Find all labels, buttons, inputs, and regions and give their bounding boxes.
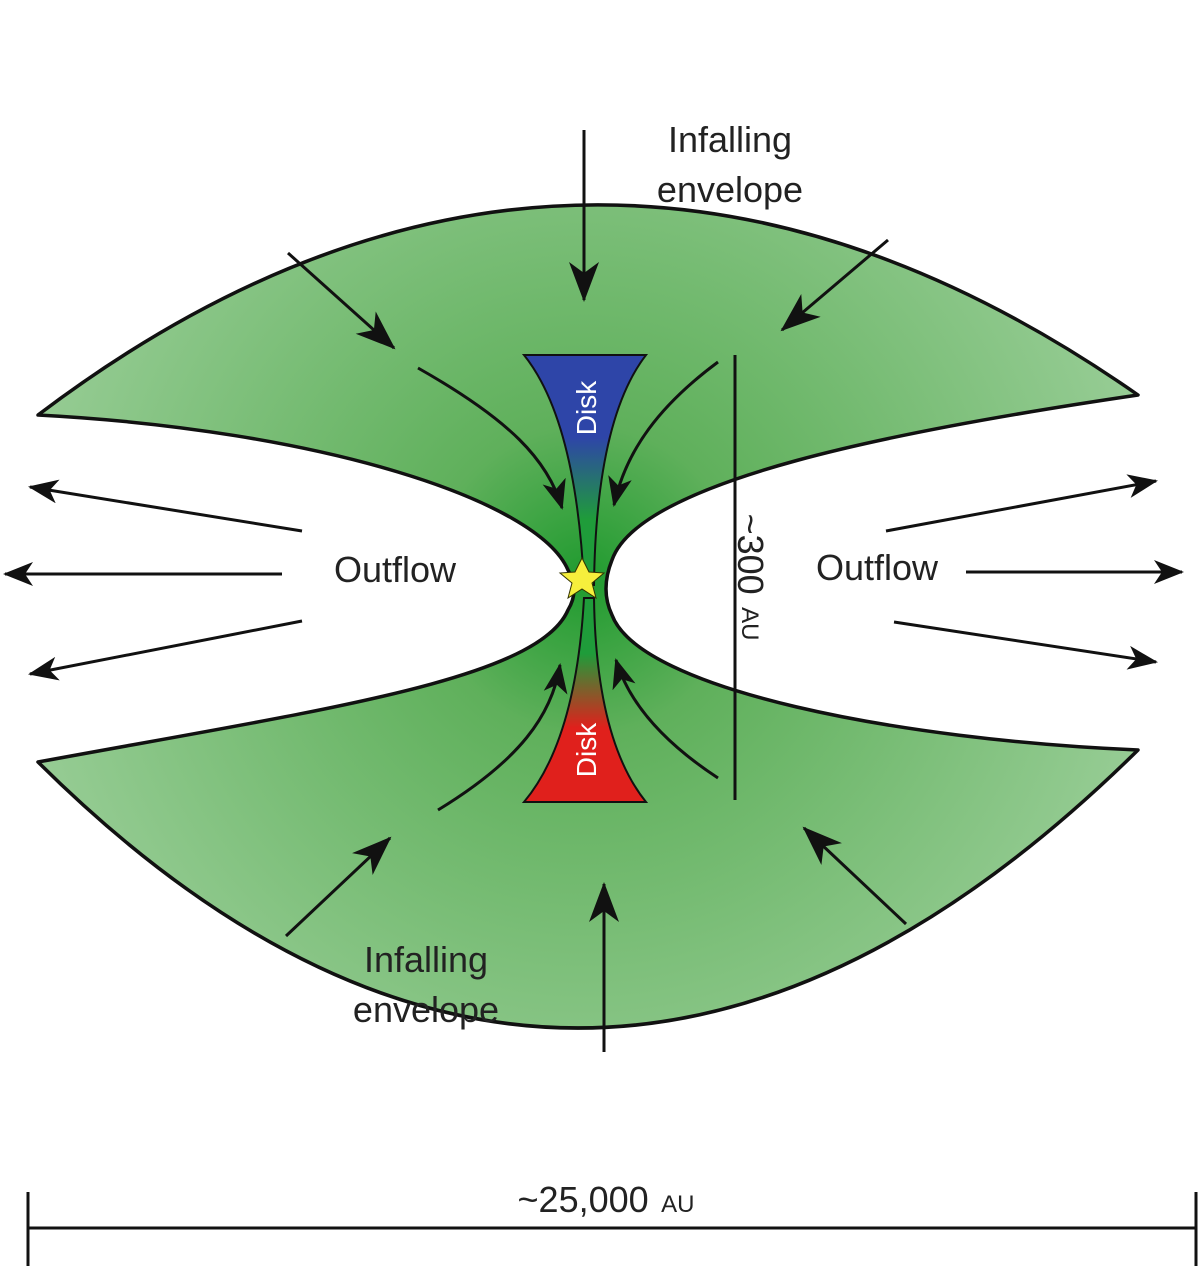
streamline-upper-right	[608, 360, 719, 507]
scale-bar-large	[26, 1192, 1198, 1266]
outflow-arrows-right	[885, 474, 1184, 670]
infall-arrow-top-left	[286, 251, 396, 350]
outflow-arrow-left-upper	[28, 479, 303, 533]
infall-arrow-top-right	[780, 238, 889, 332]
scale-large-unit: AU	[661, 1191, 694, 1218]
outflow-arrow-left-lower	[28, 619, 303, 681]
scale-large-value: ~25,000	[518, 1179, 649, 1220]
streamline-upper-left	[417, 366, 566, 510]
accretion-streamlines	[417, 360, 719, 812]
infall-label-bottom-line2: envelope	[353, 989, 499, 1030]
scale-small-value: ~300	[730, 514, 771, 595]
scale-label-large: ~25,000 AU	[518, 1179, 695, 1220]
streamline-lower-right	[612, 658, 719, 780]
disk-top-label: Disk	[571, 380, 602, 435]
outflow-label-left: Outflow	[334, 549, 457, 590]
scale-label-small: ~300 AU	[730, 514, 771, 641]
outflow-arrows-left	[3, 479, 303, 681]
infall-label-top-line1: Infalling	[668, 119, 792, 160]
infall-label-bottom-line1: Infalling	[364, 939, 488, 980]
streamline-lower-left	[437, 663, 568, 812]
outflow-arrow-right-upper	[885, 474, 1158, 533]
protostar-star-icon	[558, 556, 606, 600]
infall-arrow-bottom-left	[284, 836, 392, 938]
svg-text:~300 AU: ~300 AU	[730, 514, 771, 641]
infall-arrow-bottom-right	[802, 826, 908, 926]
outflow-label-right: Outflow	[816, 547, 939, 588]
disk-bottom-label: Disk	[571, 722, 602, 777]
outflow-arrow-right-lower	[893, 620, 1158, 670]
disk-bottom-shape	[521, 597, 649, 803]
infall-arrows	[284, 130, 908, 1052]
disk-top-shape	[521, 354, 649, 586]
scale-small-unit: AU	[736, 607, 763, 640]
infall-label-top-line2: envelope	[657, 169, 803, 210]
